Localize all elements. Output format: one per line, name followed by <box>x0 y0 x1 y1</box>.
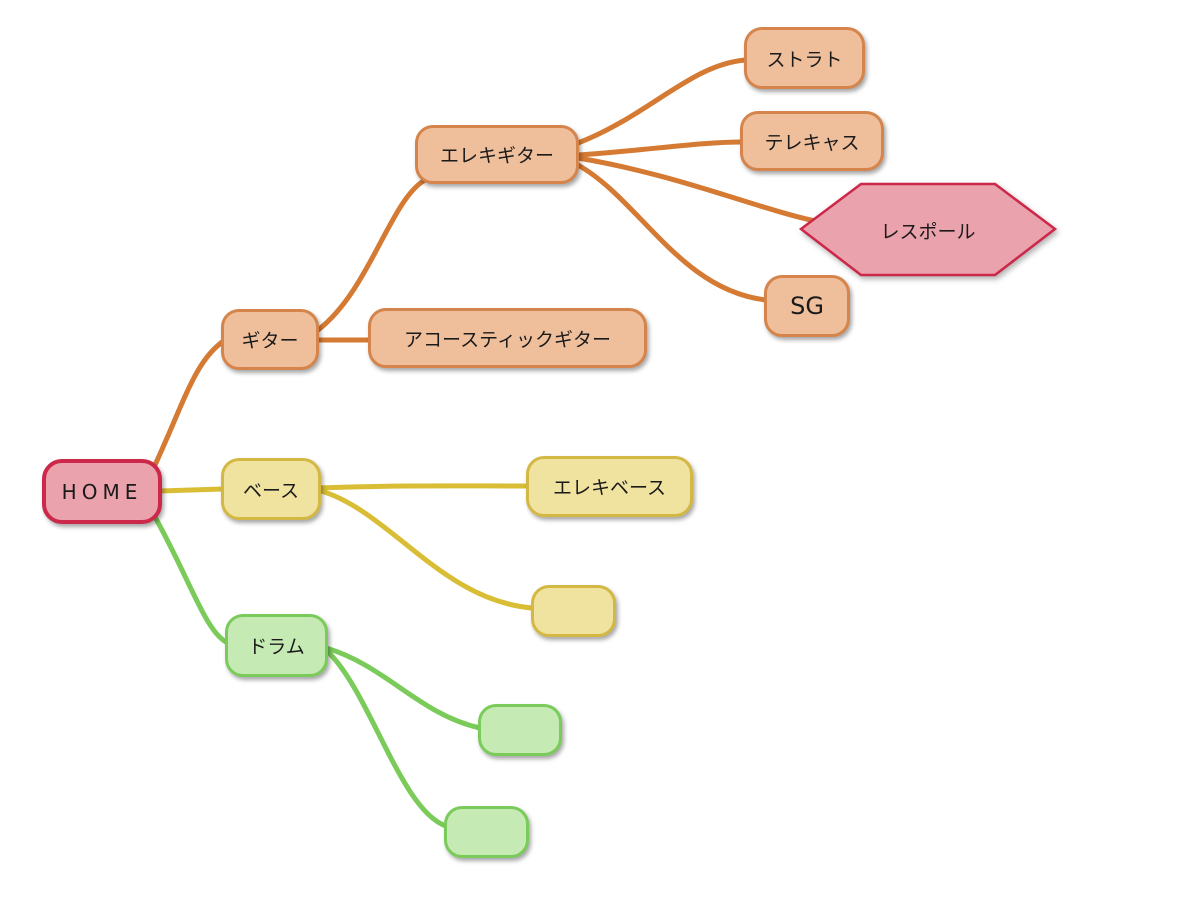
link-home-bass <box>157 486 225 494</box>
link-guitar-electric <box>315 177 428 333</box>
link-home-guitar <box>152 337 228 468</box>
link-electric-tele <box>575 139 745 158</box>
link-home-drums <box>152 514 229 645</box>
node-guitar-label: ギター <box>241 330 299 352</box>
node-drums-empty-1[interactable] <box>478 704 562 756</box>
node-acoustic-guitar[interactable]: アコースティックギター <box>368 308 647 368</box>
node-electric-bass-label: エレキベース <box>552 477 667 499</box>
root-node-home[interactable]: HOME <box>42 459 162 524</box>
link-drums-empty1 <box>323 645 483 731</box>
node-acoustic-guitar-label: アコースティックギター <box>404 328 611 351</box>
node-tele[interactable]: テレキャス <box>740 111 884 171</box>
link-electric-sg <box>575 162 769 303</box>
node-bass[interactable]: ベース <box>221 458 321 520</box>
node-electric-bass[interactable]: エレキベース <box>526 456 693 517</box>
root-node-label: HOME <box>61 479 143 504</box>
link-bass-empty <box>315 487 535 611</box>
node-strat[interactable]: ストラト <box>744 27 865 89</box>
node-drums-empty-2[interactable] <box>444 806 529 858</box>
node-strat-label: ストラト <box>766 48 843 71</box>
node-lespaul-hexagon[interactable] <box>797 181 1059 279</box>
link-electric-lespaul <box>575 155 823 225</box>
node-electric-guitar-label: エレキギター <box>439 145 554 167</box>
link-electric-strat <box>575 57 748 146</box>
node-bass-empty[interactable] <box>531 585 616 637</box>
node-electric-guitar[interactable]: エレキギター <box>415 125 579 184</box>
node-guitar[interactable]: ギター <box>221 309 319 370</box>
node-sg[interactable]: SG <box>764 275 850 337</box>
node-bass-label: ベース <box>242 479 300 502</box>
node-drums-label: ドラム <box>248 636 305 658</box>
node-sg-label: SG <box>790 292 824 320</box>
link-bass-electric <box>315 483 531 491</box>
link-drums-empty2 <box>323 647 449 829</box>
node-tele-label: テレキャス <box>764 131 860 154</box>
node-drums[interactable]: ドラム <box>225 614 328 677</box>
